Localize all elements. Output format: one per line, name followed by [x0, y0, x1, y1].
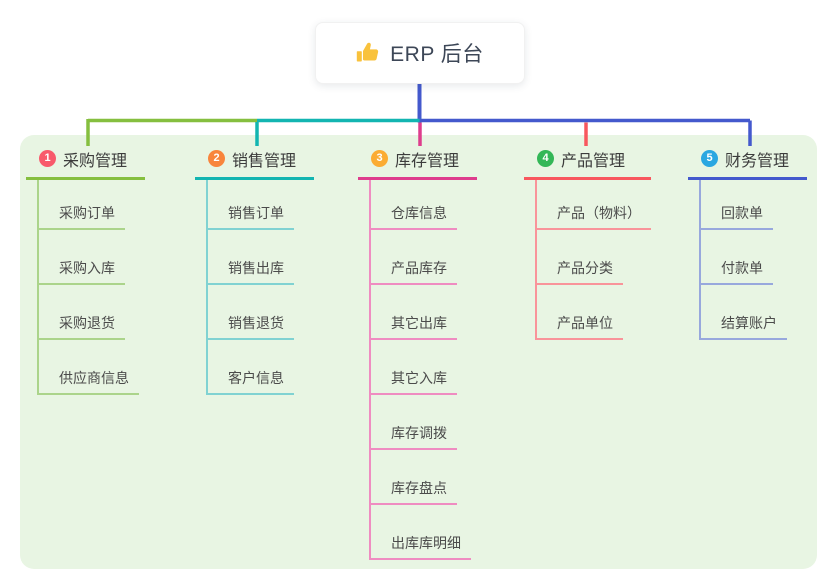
child-label[interactable]: 供应商信息 — [39, 368, 139, 395]
child-label[interactable]: 采购订单 — [39, 203, 125, 230]
child-label[interactable]: 产品（物料） — [537, 203, 651, 230]
branch-children: 回款单付款单结算账户 — [699, 180, 807, 340]
child-node: 产品分类 — [537, 230, 651, 285]
child-node: 产品单位 — [537, 285, 651, 340]
child-node: 客户信息 — [208, 340, 314, 395]
child-node: 出库库明细 — [371, 505, 477, 560]
child-node: 结算账户 — [701, 285, 807, 340]
child-node: 库存调拨 — [371, 395, 477, 450]
child-label[interactable]: 库存调拨 — [371, 423, 457, 450]
branch-node: 1 采购管理采购订单采购入库采购退货供应商信息 — [26, 147, 145, 395]
child-label[interactable]: 回款单 — [701, 203, 773, 230]
child-label[interactable]: 结算账户 — [701, 313, 787, 340]
child-label[interactable]: 出库库明细 — [371, 533, 471, 560]
child-node: 供应商信息 — [39, 340, 145, 395]
branch-title: 库存管理 — [395, 152, 460, 170]
child-label[interactable]: 销售订单 — [208, 203, 294, 230]
child-node: 库存盘点 — [371, 450, 477, 505]
branch-number-badge: 3 — [371, 150, 388, 167]
branch-number-badge: 4 — [537, 150, 554, 167]
child-label[interactable]: 产品单位 — [537, 313, 623, 340]
child-node: 销售出库 — [208, 230, 314, 285]
branch-node: 4 产品管理产品（物料） 产品分类产品单位 — [524, 147, 651, 340]
child-node: 销售订单 — [208, 180, 314, 230]
branch-header[interactable]: 1 采购管理 — [26, 147, 145, 180]
mindmap-canvas — [20, 135, 817, 569]
branch-title: 产品管理 — [561, 152, 626, 170]
branch-number-badge: 2 — [208, 150, 225, 167]
branch-children: 销售订单销售出库销售退货客户信息 — [206, 180, 314, 395]
branch-node: 2 销售管理销售订单销售出库销售退货客户信息 — [195, 147, 314, 395]
child-node: 付款单 — [701, 230, 807, 285]
branch-children: 产品（物料） 产品分类产品单位 — [535, 180, 651, 340]
child-node: 采购退货 — [39, 285, 145, 340]
branch-node: 3 库存管理仓库信息产品库存其它出库其它入库库存调拨库存盘点出库库明细 — [358, 147, 477, 560]
branch-children: 仓库信息产品库存其它出库其它入库库存调拨库存盘点出库库明细 — [369, 180, 477, 560]
branch-number-badge: 1 — [39, 150, 56, 167]
branch-title: 销售管理 — [232, 152, 297, 170]
child-node: 采购入库 — [39, 230, 145, 285]
child-label[interactable]: 产品库存 — [371, 258, 457, 285]
root-title: ERP 后台 — [390, 43, 484, 66]
branch-number-badge: 5 — [701, 150, 718, 167]
child-label[interactable]: 库存盘点 — [371, 478, 457, 505]
child-label[interactable]: 付款单 — [701, 258, 773, 285]
child-label[interactable]: 采购退货 — [39, 313, 125, 340]
child-label[interactable]: 仓库信息 — [371, 203, 457, 230]
thumbs-up-icon — [356, 41, 380, 65]
branch-title: 财务管理 — [725, 152, 790, 170]
child-label[interactable]: 采购入库 — [39, 258, 125, 285]
child-node: 销售退货 — [208, 285, 314, 340]
child-label[interactable]: 其它入库 — [371, 368, 457, 395]
child-node: 产品库存 — [371, 230, 477, 285]
branch-node: 5 财务管理回款单付款单结算账户 — [688, 147, 807, 340]
child-label[interactable]: 客户信息 — [208, 368, 294, 395]
branch-children: 采购订单采购入库采购退货供应商信息 — [37, 180, 145, 395]
child-label[interactable]: 销售出库 — [208, 258, 294, 285]
child-node: 仓库信息 — [371, 180, 477, 230]
child-node: 回款单 — [701, 180, 807, 230]
child-label[interactable]: 产品分类 — [537, 258, 623, 285]
branch-title: 采购管理 — [63, 152, 128, 170]
branch-header[interactable]: 4 产品管理 — [524, 147, 651, 180]
branch-header[interactable]: 3 库存管理 — [358, 147, 477, 180]
child-node: 采购订单 — [39, 180, 145, 230]
child-label[interactable]: 其它出库 — [371, 313, 457, 340]
child-label[interactable]: 销售退货 — [208, 313, 294, 340]
branch-header[interactable]: 5 财务管理 — [688, 147, 807, 180]
child-node: 产品（物料） — [537, 180, 651, 230]
branch-header[interactable]: 2 销售管理 — [195, 147, 314, 180]
child-node: 其它入库 — [371, 340, 477, 395]
root-node[interactable]: ERP 后台 — [315, 22, 525, 84]
child-node: 其它出库 — [371, 285, 477, 340]
